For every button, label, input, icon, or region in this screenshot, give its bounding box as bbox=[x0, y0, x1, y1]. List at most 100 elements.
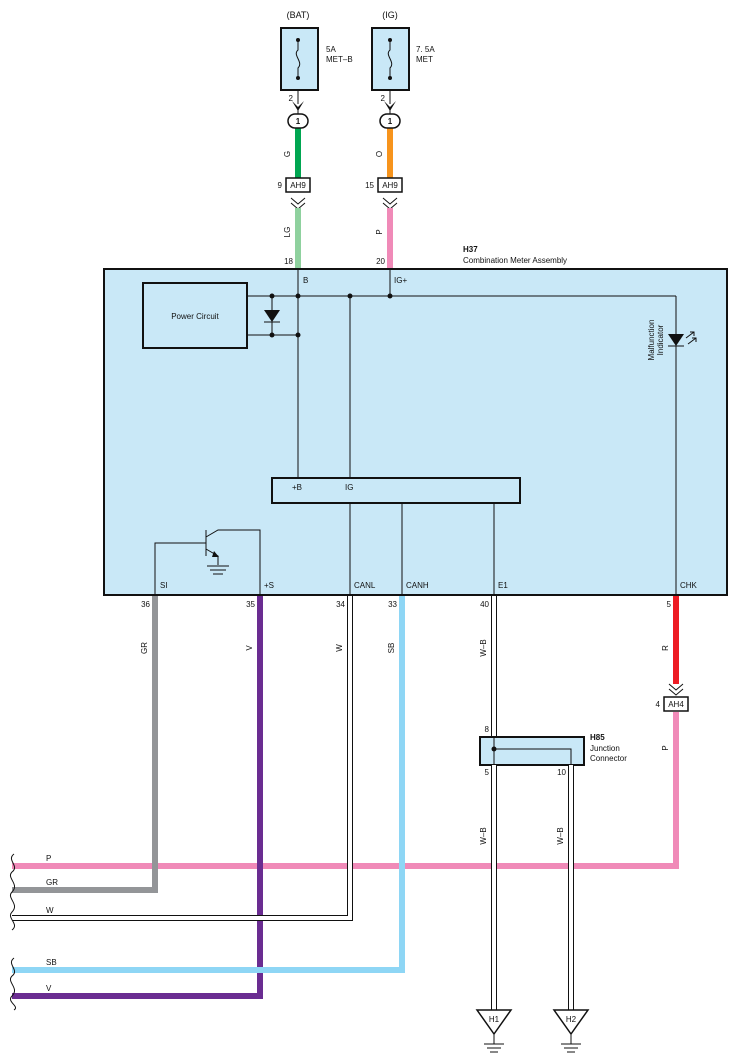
junction-name-2: Connector bbox=[590, 754, 627, 763]
connector-1-bat-label: 1 bbox=[296, 117, 301, 126]
connector-1-bat bbox=[287, 113, 309, 129]
fuse-bat-rating: 5A bbox=[326, 45, 336, 54]
junction-dot bbox=[269, 293, 275, 299]
connector-ah9-b-label: AH9 bbox=[382, 181, 398, 190]
fuse-ig-node-top bbox=[388, 38, 392, 42]
meter-term-si: SI bbox=[160, 581, 168, 590]
wire-p-top-label: P bbox=[375, 229, 384, 234]
junction-pin-8: 8 bbox=[485, 725, 490, 734]
junction-dot bbox=[295, 332, 301, 338]
connector-ah4-pin: 4 bbox=[656, 700, 661, 709]
wire-w bbox=[12, 596, 352, 920]
fuse-ig-label: (IG) bbox=[382, 10, 398, 20]
transistor-collector-wire bbox=[205, 529, 261, 595]
led-icon bbox=[668, 334, 684, 346]
chevron-icon bbox=[382, 197, 398, 205]
junction-internal-wire bbox=[493, 737, 572, 765]
fuse-bat-node-top bbox=[296, 38, 300, 42]
fuse-bat-node-bottom bbox=[296, 76, 300, 80]
wire-v-label: V bbox=[245, 645, 254, 651]
fuse-bat-label: (BAT) bbox=[287, 10, 310, 20]
ic-term-ig: IG bbox=[345, 483, 353, 492]
wire-sb-label: SB bbox=[387, 643, 396, 654]
junction-dot bbox=[387, 293, 393, 299]
wire-p-bus bbox=[12, 712, 679, 869]
fuse-bat-pin: 2 bbox=[289, 94, 294, 103]
wire-v bbox=[12, 596, 263, 999]
connector-1-ig-label: 1 bbox=[388, 117, 393, 126]
fuse-bat-name: MET–B bbox=[326, 55, 353, 64]
left-wire-gr-label: GR bbox=[46, 878, 58, 887]
power-circuit-label: Power Circuit bbox=[171, 312, 219, 321]
connector-ah9-a-pin: 9 bbox=[278, 181, 283, 190]
meter-term-b: B bbox=[303, 276, 308, 285]
meter-pin-34: 34 bbox=[336, 600, 345, 609]
meter-pin-ig: 20 bbox=[376, 257, 385, 266]
fuse-ig-name: MET bbox=[416, 55, 433, 64]
chevron-icon bbox=[668, 688, 684, 696]
junction-connector-box bbox=[479, 736, 585, 766]
ground-h1-label: H1 bbox=[489, 1015, 500, 1024]
meter-term-s: +S bbox=[264, 581, 274, 590]
wire-wb10-label: W–B bbox=[556, 827, 565, 844]
wire-break-icon bbox=[10, 957, 16, 1011]
fuse-bat-box bbox=[280, 27, 319, 91]
ic-box bbox=[271, 477, 521, 504]
diode-icon bbox=[264, 310, 280, 322]
meter-id: H37 bbox=[463, 245, 478, 254]
connector-ah9-b-pin: 15 bbox=[365, 181, 374, 190]
wire-gr-label: GR bbox=[140, 642, 149, 654]
wire-lg-label: LG bbox=[283, 227, 292, 238]
fuse-ig-icon bbox=[387, 40, 393, 78]
left-wire-sb-label: SB bbox=[46, 958, 57, 967]
wire-gr bbox=[12, 596, 158, 893]
fuse-bat-icon bbox=[295, 40, 301, 78]
wire-g-label: G bbox=[283, 151, 292, 157]
wire-o-label: O bbox=[375, 151, 384, 157]
malfunction-label-2: Indicator bbox=[656, 324, 665, 355]
junction-dot bbox=[347, 293, 353, 299]
transistor-base-wire bbox=[154, 542, 206, 595]
wire-r-label: R bbox=[661, 645, 670, 651]
led-ray-icon bbox=[685, 331, 695, 339]
wire-wb40-label: W–B bbox=[479, 639, 488, 656]
wire-break-icon bbox=[10, 853, 16, 931]
junction-dot bbox=[269, 332, 275, 338]
malfunction-label-1: Malfunction bbox=[647, 320, 656, 361]
ground-h2-label: H2 bbox=[566, 1015, 577, 1024]
junction-dot bbox=[295, 293, 301, 299]
meter-pin-5: 5 bbox=[667, 600, 672, 609]
ic-term-b: +B bbox=[292, 483, 302, 492]
junction-pin-5: 5 bbox=[485, 768, 490, 777]
ground-h2-icon bbox=[552, 1009, 590, 1036]
chevron-icon bbox=[290, 197, 306, 205]
meter-pin-36: 36 bbox=[141, 600, 150, 609]
meter-term-canh: CANH bbox=[406, 581, 429, 590]
connector-ah4-label: AH4 bbox=[668, 700, 684, 709]
wire-w-label: W bbox=[335, 644, 344, 652]
meter-term-canl: CANL bbox=[354, 581, 376, 590]
power-circuit-box bbox=[142, 282, 248, 349]
junction-id: H85 bbox=[590, 733, 605, 742]
meter-term-e1: E1 bbox=[498, 581, 508, 590]
fuse-ig-pin: 2 bbox=[381, 94, 386, 103]
wire-w-outline bbox=[12, 596, 353, 921]
wire-p-right-label: P bbox=[661, 745, 670, 750]
left-wire-v-label: V bbox=[46, 984, 52, 993]
meter-pin-35: 35 bbox=[246, 600, 255, 609]
connector-ah4 bbox=[663, 696, 689, 712]
wire-wb5-label: W–B bbox=[479, 827, 488, 844]
led-ray-icon bbox=[687, 337, 697, 345]
meter-name: Combination Meter Assembly bbox=[463, 256, 567, 265]
left-wire-w-label: W bbox=[46, 906, 54, 915]
fuse-ig-rating: 7. 5A bbox=[416, 45, 435, 54]
fuse-ig-node-bottom bbox=[388, 76, 392, 80]
junction-pin-10: 10 bbox=[557, 768, 566, 777]
connector-ah9-b bbox=[377, 177, 403, 193]
meter-pin-40: 40 bbox=[480, 600, 489, 609]
ground-h1-icon bbox=[475, 1009, 513, 1036]
meter-term-chk: CHK bbox=[680, 581, 698, 590]
wire-sb bbox=[12, 596, 405, 973]
meter-pin-b: 18 bbox=[284, 257, 293, 266]
